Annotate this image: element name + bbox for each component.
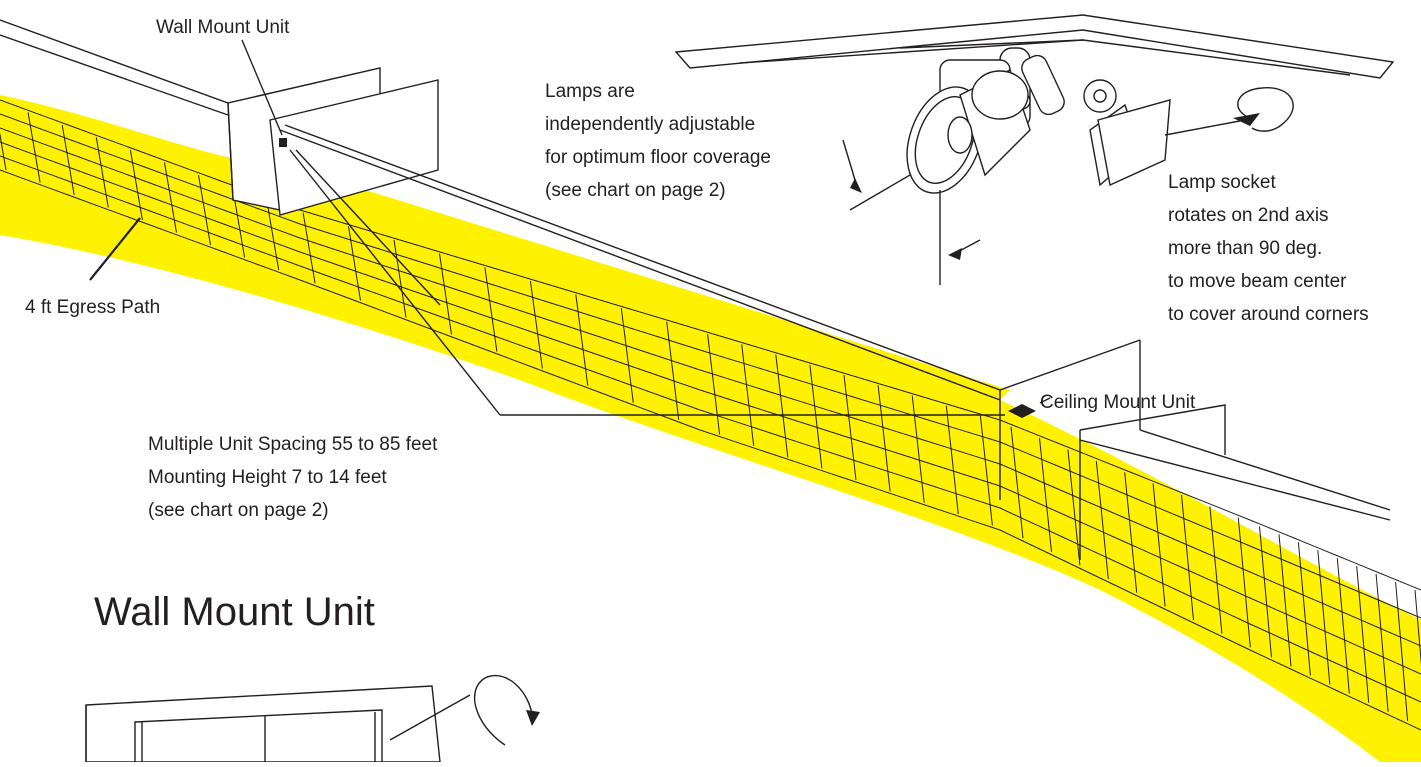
wall-mount-unit-marker <box>279 138 287 147</box>
lamps-label-line4: (see chart on page 2) <box>545 180 726 201</box>
floor-grid-line <box>1297 542 1311 676</box>
ceiling-mount-unit-marker <box>1008 404 1036 418</box>
floor-grid-line <box>666 321 680 420</box>
floor-grid-line <box>27 112 41 183</box>
floor-grid-line <box>266 199 280 271</box>
rotate-arrow-icon-2 <box>474 674 540 746</box>
floor-grid-line <box>843 374 857 481</box>
leader-lines <box>89 39 1051 416</box>
floor-grid-line <box>393 239 407 318</box>
floor-grid-line <box>198 174 211 246</box>
floor-grid-line <box>0 113 1421 619</box>
floor-grid-line <box>575 294 589 386</box>
wall-mount-illustration <box>85 674 540 763</box>
floor-grid-line <box>877 385 891 492</box>
floor-grid-line <box>0 127 1421 647</box>
rotate-arrow-icon <box>1233 87 1294 132</box>
floor-grid-line <box>707 334 721 435</box>
egress-path-label: 4 ft Egress Path <box>25 297 160 318</box>
lamps-label-line3: for optimum floor coverage <box>545 147 771 168</box>
floor-grid-line <box>945 405 959 515</box>
spacing-label-line3: (see chart on page 2) <box>148 500 329 521</box>
floor-grid-line <box>95 137 109 208</box>
floor-grid <box>0 99 1421 731</box>
floor-grid-line <box>979 415 993 526</box>
floor-grid-line <box>1237 517 1251 648</box>
wall-mount-heading: Wall Mount Unit <box>94 590 375 634</box>
ceiling-mount-label: Ceiling Mount Unit <box>1040 392 1196 413</box>
floor-grid-line <box>1375 574 1389 712</box>
socket-label-line1: Lamp socket <box>1168 172 1276 193</box>
floor-grid-line <box>620 308 634 403</box>
floor-grid-line <box>1152 483 1166 607</box>
floor-grid-line <box>1181 494 1194 621</box>
labels: Wall Mount Unit Lamps are independently … <box>25 17 1369 634</box>
floor-grid-line <box>1124 472 1138 593</box>
floor-grid-line <box>1067 449 1081 566</box>
floor-grid-line <box>164 162 177 233</box>
floor-grid-line <box>1259 526 1272 658</box>
floor-grid-line <box>1395 581 1409 721</box>
floor-grid-line <box>302 212 316 284</box>
floor-grid-line <box>1317 550 1331 685</box>
floor-grid-line <box>1209 506 1223 634</box>
floor-grid-line <box>348 226 361 301</box>
lamps-label-line1: Lamps are <box>545 81 635 102</box>
floor-grid-line <box>0 132 7 171</box>
floor-grid-line <box>1095 460 1109 580</box>
socket-label-line2: rotates on 2nd axis <box>1168 205 1329 226</box>
socket-label-line5: to cover around corners <box>1168 304 1369 325</box>
socket-label-line3: more than 90 deg. <box>1168 238 1322 259</box>
floor-grid-line <box>741 344 755 446</box>
floor-grid-line <box>1356 566 1370 703</box>
floor-grid-line <box>1039 438 1052 552</box>
floor-grid-line <box>129 149 143 221</box>
floor-grid-line <box>775 354 789 458</box>
floor-grid-line <box>61 124 75 196</box>
floor-grid-line <box>1278 534 1292 667</box>
floor-grid-line <box>809 364 823 469</box>
spacing-label-line1: Multiple Unit Spacing 55 to 85 feet <box>148 434 438 455</box>
floor-grid-line <box>1010 426 1024 539</box>
floor-grid-line <box>1336 558 1350 694</box>
floor-grid-line <box>484 267 498 352</box>
floor-grid-line <box>529 280 543 369</box>
floor-grid-line <box>439 253 452 335</box>
spacing-label-line2: Mounting Height 7 to 14 feet <box>148 467 387 488</box>
light-beam <box>0 95 1421 762</box>
floor-grid-line <box>0 155 1421 703</box>
lamps-label-line2: independently adjustable <box>545 114 755 135</box>
wall-mount-top-label: Wall Mount Unit <box>156 17 290 38</box>
corridor-walls <box>0 19 1391 560</box>
floor-grid-line <box>911 395 925 503</box>
socket-label-line4: to move beam center <box>1168 271 1347 292</box>
ceiling-fixture-illustration <box>674 14 1395 285</box>
floor-grid-line <box>0 141 1421 675</box>
floor-grid-line <box>0 169 1421 731</box>
floor-grid-line <box>1414 589 1421 666</box>
